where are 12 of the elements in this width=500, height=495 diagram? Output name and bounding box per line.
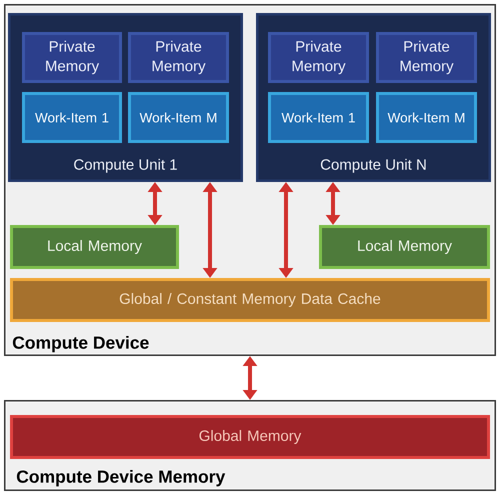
memory-bar: Global Memory (10, 415, 490, 459)
memory-box: Local Memory (319, 225, 490, 269)
work-item-box: Work-Item 1 (268, 92, 369, 143)
memory-box: Private Memory (128, 32, 229, 83)
work-item-box: Work-Item M (376, 92, 477, 143)
memory-box: Private Memory (22, 32, 122, 83)
memory-box: Private Memory (268, 32, 369, 83)
memory-box: Local Memory (10, 225, 179, 269)
work-item-box: Work-Item M (128, 92, 229, 143)
work-item-box: Work-Item 1 (22, 92, 122, 143)
cache-bar: Global / Constant Memory Data Cache (10, 278, 490, 322)
memory-box: Private Memory (376, 32, 477, 83)
